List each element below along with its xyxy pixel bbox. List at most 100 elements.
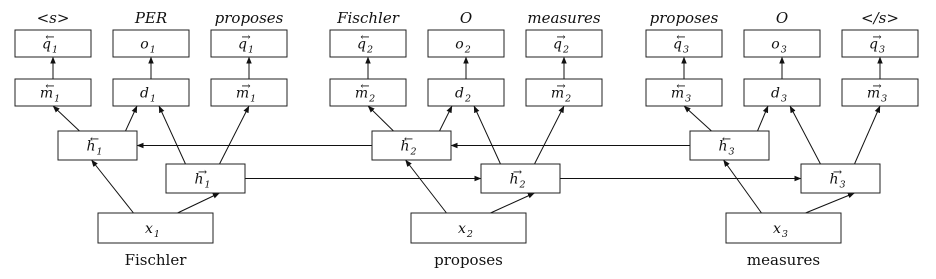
m-box-1-2 <box>210 78 288 107</box>
d-label-1-1: d1 <box>140 86 156 105</box>
input-word-1: Fischler <box>125 251 188 269</box>
o-box-2-1 <box>427 29 505 58</box>
o-box-3-1 <box>743 29 821 58</box>
input-word-2: proposes <box>434 251 503 269</box>
h-forward-box-1 <box>165 163 246 194</box>
m-label-3-2: m3 <box>867 86 887 105</box>
m-label-3-0: m3 <box>671 86 691 105</box>
m-label-1-2: m1 <box>236 86 256 105</box>
m-box-1-0 <box>14 78 92 107</box>
m-label-2-2-arrow: → <box>556 80 565 93</box>
d-label-2-1: d2 <box>455 86 471 105</box>
q-label-1-0: q1 <box>42 37 58 56</box>
o-label-3-1: o3 <box>771 37 786 56</box>
h-forward-box-3 <box>800 163 881 194</box>
h-forward-label-1-arrow: → <box>198 166 207 179</box>
edge-hf-m-2 <box>534 105 565 165</box>
edge-hf-d-1 <box>158 105 186 165</box>
q-box-3-2 <box>841 29 919 58</box>
q-box-2-0 <box>329 29 407 58</box>
o-label-2-1: o2 <box>455 37 470 56</box>
m-label-3-2-arrow: → <box>872 80 881 93</box>
output-word-2-0: Fischler <box>336 9 400 27</box>
edge-x-hf-3 <box>805 192 855 214</box>
output-word-3-0: proposes <box>650 9 719 27</box>
h-backward-label-1-arrow: ← <box>90 133 99 146</box>
edge-hf-m-3 <box>854 105 881 165</box>
h-backward-label-3: h3 <box>718 139 734 158</box>
output-word-3-2: </s> <box>861 9 899 27</box>
edge-hf-m-1 <box>219 105 250 165</box>
m-label-1-0-arrow: ← <box>45 80 54 93</box>
edge-hb-m-3 <box>683 105 712 132</box>
d-box-1-1 <box>112 78 190 107</box>
m-label-1-2-arrow: → <box>241 80 250 93</box>
x-label-3: x3 <box>773 221 788 240</box>
edge-hb-d-3 <box>757 105 769 132</box>
output-word-2-1: O <box>460 9 472 27</box>
edge-hb-m-2 <box>367 105 394 132</box>
m-label-2-0-arrow: ← <box>360 80 369 93</box>
h-forward-label-3-arrow: → <box>833 166 842 179</box>
x-box-3 <box>725 212 842 244</box>
edge-hb-d-1 <box>125 105 138 132</box>
h-forward-label-1: h1 <box>194 172 210 191</box>
q-box-1-2 <box>210 29 288 58</box>
m-label-2-2: m2 <box>551 86 571 105</box>
x-box-1 <box>97 212 214 244</box>
output-word-1-2: proposes <box>215 9 284 27</box>
o-label-1-1: o1 <box>140 37 155 56</box>
d-box-3-1 <box>743 78 821 107</box>
edge-x-hb-3 <box>723 159 762 214</box>
q-label-1-2-arrow: → <box>241 31 250 44</box>
h-backward-label-2: h2 <box>400 139 416 158</box>
edge-hb-d-2 <box>439 105 453 132</box>
m-box-2-0 <box>329 78 407 107</box>
labels: q1←m1←<s>o1d1PERq1→m1→proposesh1←h1→x1Fi… <box>37 9 899 269</box>
q-label-3-0-arrow: ← <box>676 31 685 44</box>
input-word-3: measures <box>747 251 820 269</box>
h-forward-label-3: h3 <box>829 172 845 191</box>
q-label-2-2: q2 <box>553 37 569 56</box>
q-label-3-0: q3 <box>673 37 689 56</box>
output-word-2-2: measures <box>527 9 600 27</box>
m-label-3-0-arrow: ← <box>676 80 685 93</box>
x-label-2: x2 <box>458 221 473 240</box>
edge-hb-m-1 <box>52 105 80 132</box>
h-backward-box-1 <box>57 130 138 161</box>
h-backward-label-2-arrow: ← <box>404 133 413 146</box>
h-backward-box-3 <box>689 130 770 161</box>
edges <box>50 56 883 214</box>
q-box-3-0 <box>645 29 723 58</box>
q-label-3-2: q3 <box>869 37 885 56</box>
x-box-2 <box>410 212 527 244</box>
q-label-2-0: q2 <box>357 37 373 56</box>
h-backward-label-1: h1 <box>86 139 102 158</box>
h-backward-box-2 <box>371 130 452 161</box>
m-label-1-0: m1 <box>40 86 60 105</box>
d-label-3-1: d3 <box>771 86 787 105</box>
h-backward-label-3-arrow: ← <box>722 133 731 146</box>
q-label-2-2-arrow: → <box>556 31 565 44</box>
h-forward-label-2-arrow: → <box>513 166 522 179</box>
edge-hf-d-2 <box>473 105 501 165</box>
q-label-1-0-arrow: ← <box>45 31 54 44</box>
output-word-1-1: PER <box>134 9 167 27</box>
m-box-3-0 <box>645 78 723 107</box>
h-forward-box-2 <box>480 163 561 194</box>
q-box-1-0 <box>14 29 92 58</box>
edge-x-hf-2 <box>490 192 535 214</box>
q-label-3-2-arrow: → <box>872 31 881 44</box>
x-label-1: x1 <box>145 221 160 240</box>
edge-x-hf-1 <box>177 192 220 214</box>
q-label-2-0-arrow: ← <box>360 31 369 44</box>
q-label-1-2: q1 <box>238 37 254 56</box>
m-box-2-2 <box>525 78 603 107</box>
edge-hf-d-3 <box>789 105 821 165</box>
edge-x-hb-1 <box>91 159 134 214</box>
output-word-3-1: O <box>776 9 788 27</box>
d-box-2-1 <box>427 78 505 107</box>
o-box-1-1 <box>112 29 190 58</box>
nodes <box>14 29 919 244</box>
